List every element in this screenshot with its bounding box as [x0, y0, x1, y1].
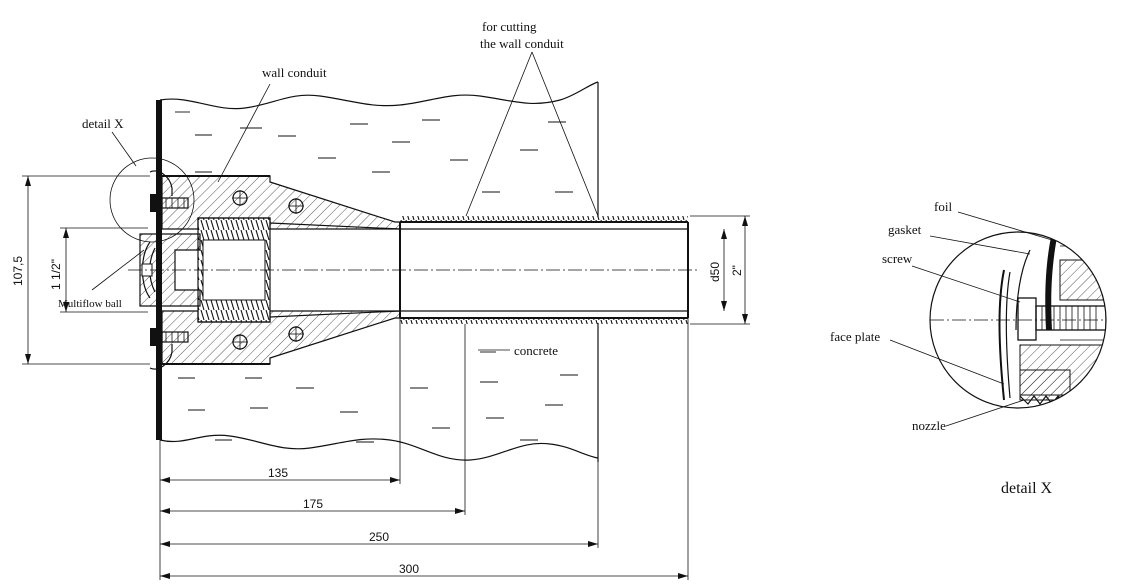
left-dimensions [22, 175, 150, 365]
concrete-wall [159, 81, 599, 462]
label-wall-conduit: wall conduit [262, 65, 327, 80]
dim-300: 300 [399, 562, 419, 576]
label-nozzle: nozzle [912, 418, 946, 433]
detail-x-view [889, 211, 1107, 427]
pipe [399, 216, 689, 324]
bolt-marks [232, 190, 304, 350]
wall-conduit-body [161, 175, 401, 365]
leader-lines [91, 51, 599, 351]
label-multiflow-ball: Multiflow ball [58, 298, 122, 310]
label-detail-x-title: detail X [1001, 480, 1053, 497]
label-detail-x-callout: detail X [82, 116, 124, 131]
dim-250: 250 [369, 530, 389, 544]
dim-175: 175 [303, 497, 323, 511]
dim-1-1-2-inch: 1 1/2" [49, 259, 63, 290]
concrete-marks [175, 111, 578, 443]
label-foil: foil [934, 199, 952, 214]
dim-107-5: 107,5 [11, 256, 25, 286]
label-face-plate: face plate [830, 329, 880, 344]
dim-135: 135 [268, 466, 288, 480]
dim-d50: d50 [708, 262, 722, 282]
dim-2-inch: 2" [730, 265, 744, 276]
label-gasket: gasket [888, 222, 922, 237]
label-for-cutting: for cutting [482, 19, 537, 34]
label-screw: screw [882, 251, 913, 266]
detail-x-callout [109, 131, 195, 243]
label-concrete: concrete [514, 343, 558, 358]
detail-leaders [889, 211, 1053, 427]
bottom-dimensions [159, 318, 689, 580]
label-the-wall-conduit: the wall conduit [480, 36, 564, 51]
right-dimensions [690, 215, 750, 325]
screw-marks [150, 194, 189, 346]
